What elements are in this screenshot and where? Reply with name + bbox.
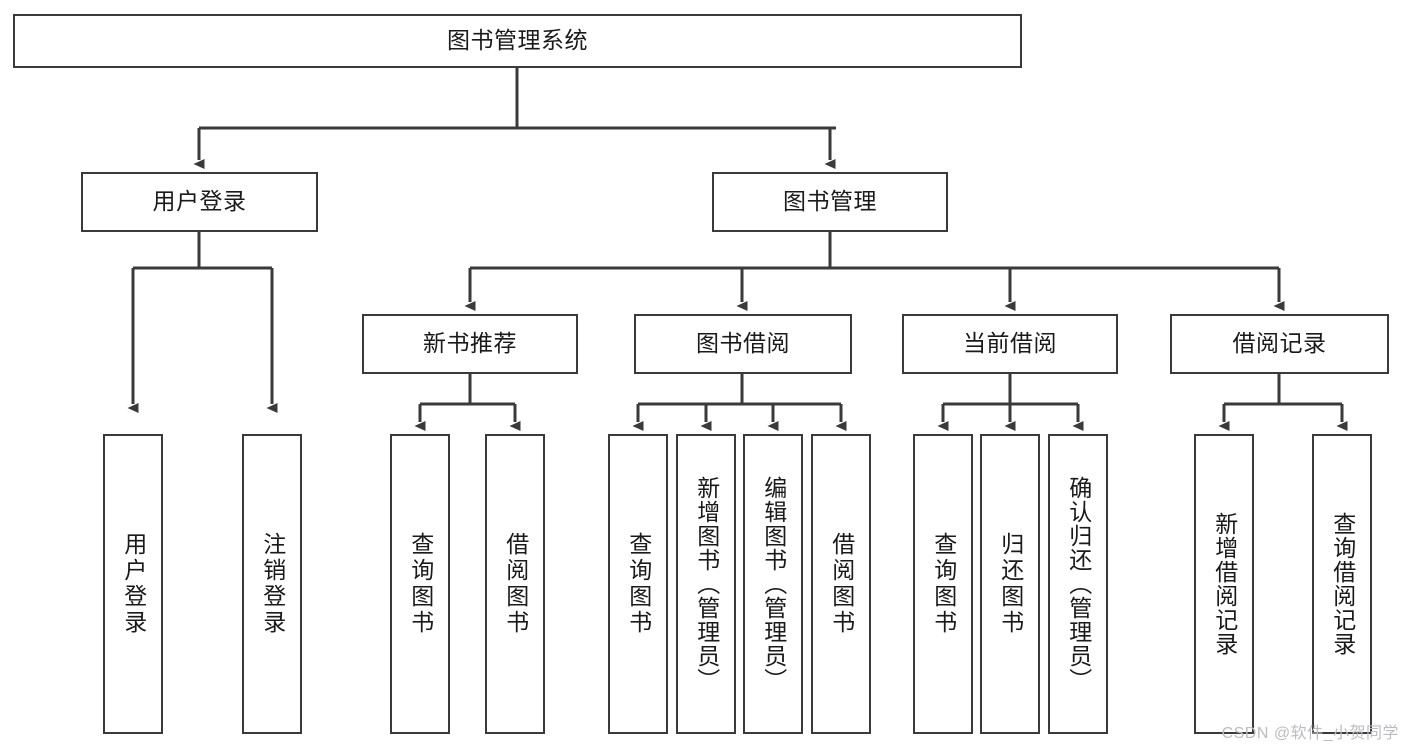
node-label: 注销登录 [259, 532, 286, 636]
node-label: 查询图书 [407, 532, 434, 636]
leaf-current-borrow-return-book[interactable]: 归还图书 [980, 434, 1040, 734]
node-label: 借阅记录 [1232, 330, 1327, 357]
node-book-borrow[interactable]: 图书借阅 [634, 314, 852, 374]
node-label: 新增借阅记录 [1211, 512, 1238, 656]
node-label: 图书管理 [783, 188, 877, 215]
leaf-user-login-logout[interactable]: 注销登录 [242, 434, 302, 734]
leaf-book-borrow-query-book[interactable]: 查询图书 [608, 434, 668, 734]
node-label: 归还图书 [997, 532, 1024, 636]
node-user-login[interactable]: 用户登录 [81, 172, 318, 232]
leaf-book-borrow-add-book-admin[interactable]: 新增图书（管理员） [676, 434, 736, 734]
node-label: 查询借阅记录 [1329, 512, 1356, 656]
leaf-new-book-query-book[interactable]: 查询图书 [390, 434, 450, 734]
leaf-new-book-borrow-book[interactable]: 借阅图书 [485, 434, 545, 734]
leaf-book-borrow-borrow-book[interactable]: 借阅图书 [811, 434, 871, 734]
node-root-system[interactable]: 图书管理系统 [13, 14, 1022, 68]
node-label: 确认归还（管理员） [1065, 476, 1092, 692]
node-current-borrow[interactable]: 当前借阅 [902, 314, 1118, 374]
leaf-current-borrow-query-book[interactable]: 查询图书 [913, 434, 973, 734]
node-label: 图书管理系统 [447, 27, 588, 54]
node-label: 查询图书 [625, 532, 652, 636]
node-label: 借阅图书 [502, 532, 529, 636]
leaf-current-borrow-confirm-return-admin[interactable]: 确认归还（管理员） [1048, 434, 1108, 734]
node-label: 新增图书（管理员） [693, 476, 720, 692]
leaf-user-login-login[interactable]: 用户登录 [103, 434, 163, 734]
node-new-book-recommend[interactable]: 新书推荐 [362, 314, 578, 374]
node-label: 查询图书 [930, 532, 957, 636]
node-label: 编辑图书（管理员） [760, 476, 787, 692]
leaf-book-borrow-edit-book-admin[interactable]: 编辑图书（管理员） [743, 434, 803, 734]
node-label: 用户登录 [152, 188, 247, 215]
node-book-management[interactable]: 图书管理 [712, 172, 948, 232]
leaf-borrow-record-query-record[interactable]: 查询借阅记录 [1312, 434, 1372, 734]
leaf-borrow-record-add-record[interactable]: 新增借阅记录 [1194, 434, 1254, 734]
node-label: 用户登录 [120, 532, 147, 636]
node-borrow-record[interactable]: 借阅记录 [1170, 314, 1389, 374]
node-label: 借阅图书 [828, 532, 855, 636]
node-label: 当前借阅 [963, 330, 1057, 357]
node-label: 新书推荐 [423, 330, 517, 357]
node-label: 图书借阅 [696, 330, 790, 357]
